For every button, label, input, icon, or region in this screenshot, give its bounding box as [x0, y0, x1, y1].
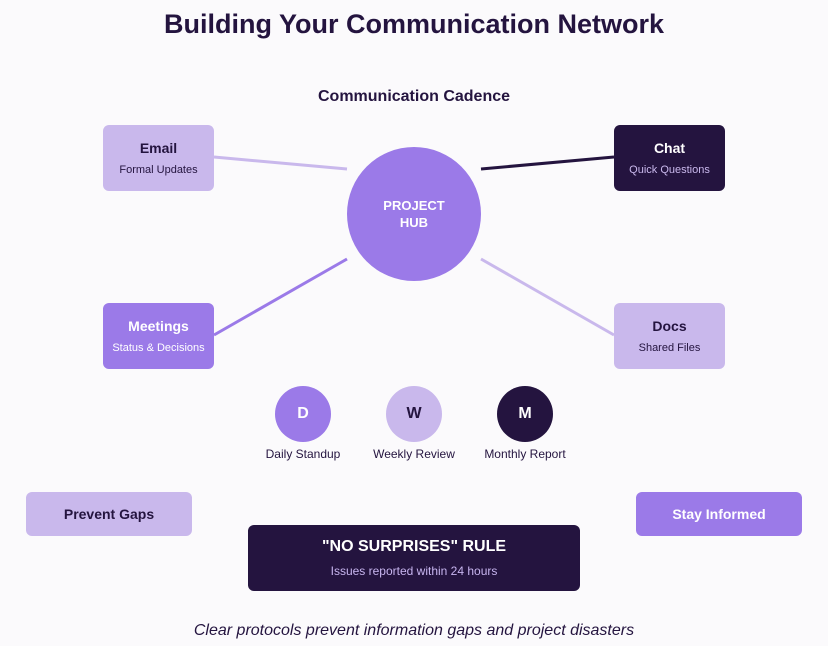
meetings-connector [213, 257, 348, 337]
cadence-weekly-letter: W [406, 405, 422, 422]
email-node: Email Formal Updates [103, 125, 214, 191]
project-hub: PROJECT HUB [347, 147, 481, 281]
prevent-gaps-pill: Prevent Gaps [26, 492, 192, 536]
chat-node-title: Chat [653, 140, 686, 156]
docs-node-title: Docs [652, 318, 687, 334]
no-surprises-rule-box: "NO SURPRISES" RULE Issues reported with… [248, 525, 580, 591]
page-title: Building Your Communication Network [163, 9, 664, 39]
meetings-node: Meetings Status & Decisions [103, 303, 214, 369]
cadence-daily-circle: D [275, 386, 331, 442]
chat-node-subtitle: Quick Questions [629, 164, 710, 176]
chat-node: Chat Quick Questions [614, 125, 725, 191]
meetings-node-title: Meetings [128, 318, 189, 334]
email-node-title: Email [139, 140, 178, 156]
cadence-daily-letter: D [297, 405, 309, 422]
cadence-monthly-label: Monthly Report [484, 447, 566, 461]
email-connector [213, 155, 348, 171]
stay-informed-pill: Stay Informed [636, 492, 802, 536]
section-subtitle: Communication Cadence [317, 88, 511, 105]
docs-connector [480, 257, 615, 337]
chat-connector [480, 155, 615, 171]
docs-node-subtitle: Shared Files [638, 342, 701, 354]
meetings-node-subtitle: Status & Decisions [112, 342, 205, 354]
email-node-subtitle: Formal Updates [119, 164, 198, 176]
cadence-monthly-circle: M [497, 386, 553, 442]
cadence-weekly-label: Weekly Review [373, 447, 455, 461]
cadence-daily-label: Daily Standup [265, 447, 341, 461]
cadence-monthly-letter: M [518, 405, 532, 422]
docs-node: Docs Shared Files [614, 303, 725, 369]
rule-subtitle: Issues reported within 24 hours [330, 564, 498, 578]
footer-caption: Clear protocols prevent information gaps… [193, 622, 635, 639]
cadence-weekly-circle: W [386, 386, 442, 442]
rule-title: "NO SURPRISES" RULE [321, 538, 507, 555]
project-hub-label: PROJECT HUB [383, 198, 445, 230]
